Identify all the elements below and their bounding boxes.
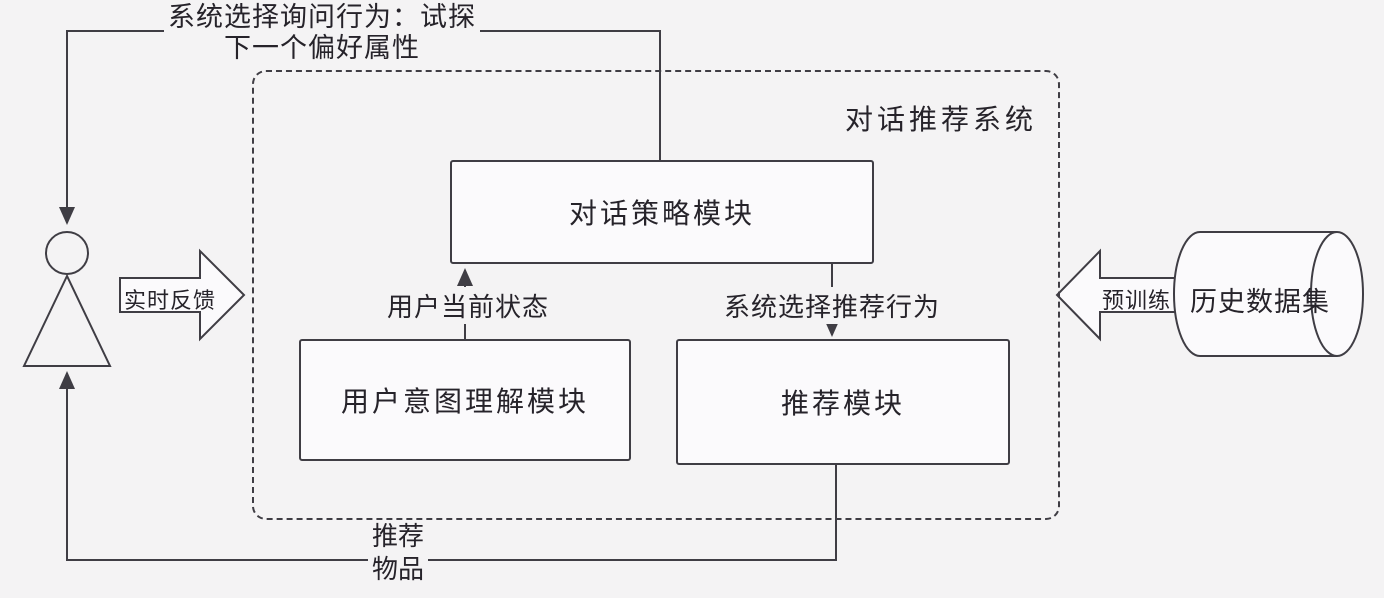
pretrain-label: 预训练: [1102, 288, 1172, 313]
recommend-items-line1: 推荐: [367, 520, 428, 553]
system-title: 对话推荐系统: [845, 105, 1038, 136]
dataset-label: 历史数据集: [1190, 287, 1330, 317]
recommend-action-label: 系统选择推荐行为: [720, 287, 945, 324]
module-user-intent-label: 用户意图理解模块: [340, 387, 589, 418]
user-person-icon: [22, 231, 112, 367]
module-user-intent: 用户意图理解模块: [299, 339, 631, 461]
top-annotation-line2: 下一个偏好属性: [224, 33, 420, 63]
person-body-icon: [22, 273, 112, 367]
recommend-items-line2: 物品: [367, 553, 428, 586]
module-recommendation-label: 推荐模块: [780, 389, 905, 420]
pretrain-arrow-icon: [1055, 248, 1176, 342]
dataset-cylinder-icon: [1173, 231, 1364, 357]
module-recommendation: 推荐模块: [676, 339, 1010, 465]
top-annotation-line1: 系统选择询问行为：试探: [164, 2, 480, 33]
person-head-icon: [45, 231, 89, 275]
realtime-feedback-label: 实时反馈: [124, 288, 217, 313]
connector-recommend-to-user: [59, 371, 837, 561]
module-dialogue-policy: 对话策略模块: [450, 160, 874, 264]
module-dialogue-policy-label: 对话策略模块: [568, 199, 755, 230]
user-state-label: 用户当前状态: [383, 287, 554, 324]
feedback-arrow-icon: [119, 248, 246, 342]
recommend-items-label: 推荐 物品: [352, 520, 444, 586]
top-annotation: 系统选择询问行为：试探 下一个偏好属性: [150, 2, 494, 64]
